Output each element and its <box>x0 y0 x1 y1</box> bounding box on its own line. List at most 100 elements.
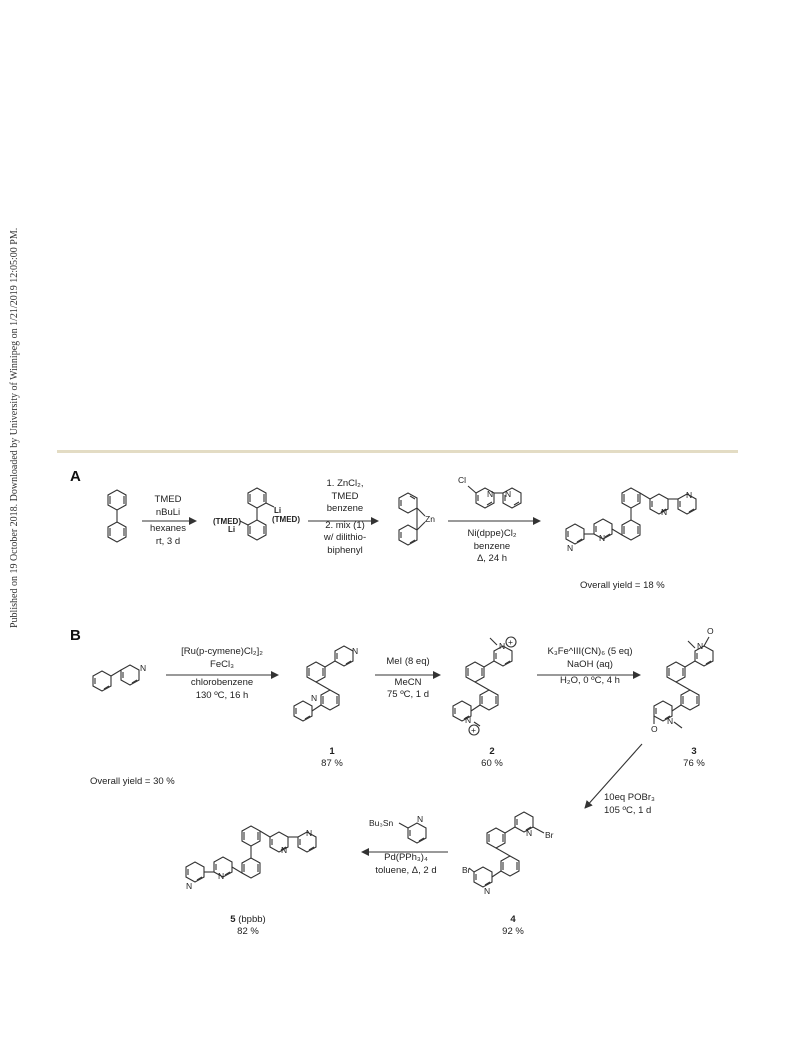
compound-5-structure <box>185 825 317 883</box>
compound-yield: 82 % <box>237 926 259 937</box>
stannylpyridine-reagent <box>398 822 427 844</box>
condition-line: chlorobenzene <box>190 677 254 688</box>
nitrogen-label: N <box>311 693 317 703</box>
panel-a-step2-conditions: 1. ZnCl₂, TMED benzene 2. mix (1) w/ dil… <box>312 478 378 557</box>
zinc-label: Zn <box>425 514 435 524</box>
condition-line: 130 ºC, 16 h <box>195 689 249 701</box>
condition-line: 10eq POBr₃ <box>604 792 655 803</box>
panel-b-label: B <box>70 627 81 644</box>
compound-yield: 87 % <box>321 758 343 769</box>
chlorobipyridine-reagent <box>467 485 522 509</box>
tmed-label: (TMED) <box>272 515 300 524</box>
nitrogen-label: N <box>499 641 505 651</box>
compound-1-structure <box>293 645 354 722</box>
panel-a-label: A <box>70 468 81 485</box>
condition-line: nBuLi <box>155 506 181 518</box>
compound-number: 1 <box>329 746 335 757</box>
nitrogen-label: N <box>661 507 667 517</box>
nitrogen-label: N <box>218 871 224 881</box>
header-rule <box>57 450 738 453</box>
panel-b-step4-conditions: 10eq POBr₃ 105 ºC, 1 d <box>604 792 674 817</box>
biphenyl-structure <box>107 489 127 543</box>
panel-b-step2-conditions: MeI (8 eq) MeCN 75 ºC, 1 d <box>378 656 438 702</box>
condition-line: H₂O, 0 ºC, 4 h <box>560 675 620 686</box>
panel-a-overall-yield: Overall yield = 18 % <box>580 580 665 591</box>
condition-line: [Ru(p-cymene)Cl₂]₂ <box>181 646 263 657</box>
compound-name: (bpbb) <box>238 914 266 925</box>
zincafluorene-structure <box>398 492 426 546</box>
nitrogen-label: N <box>140 663 146 673</box>
panel-b-overall-yield: Overall yield = 30 % <box>90 776 175 787</box>
nitrogen-label: N <box>567 543 573 553</box>
condition-line: hexanes <box>150 523 186 534</box>
phenylpyridine-structure <box>92 664 140 692</box>
condition-line: 105 ºC, 1 d <box>604 804 652 816</box>
dilithiobiphenyl-structure <box>239 487 275 541</box>
oxygen-label: O <box>707 626 714 636</box>
panel-a-step1-conditions: TMED nBuLi hexanes rt, 3 d <box>140 494 196 548</box>
compound-2-label: 2 60 % <box>472 746 512 770</box>
condition-line: FeCl₃ <box>210 658 234 670</box>
condition-line: rt, 3 d <box>155 535 181 547</box>
condition-line: Pd(PPh₃)₄ <box>384 852 428 863</box>
condition-line: K₃Fe^III(CN)₆ (5 eq) <box>547 646 633 657</box>
lithium-label: Li <box>274 506 281 515</box>
compound-number: 3 <box>691 746 697 757</box>
compound-5-label: 5 (bpbb) 82 % <box>218 914 278 938</box>
cation-charge-label: + <box>471 725 476 735</box>
compound-1-label: 1 87 % <box>312 746 352 770</box>
compound-yield: 92 % <box>502 926 524 937</box>
condition-line: 2. mix (1) <box>325 519 365 531</box>
compound-2-structure <box>452 636 517 736</box>
compound-4-label: 4 92 % <box>493 914 533 938</box>
nitrogen-label: N <box>186 881 192 891</box>
compound-yield: 76 % <box>683 758 705 769</box>
condition-line: Δ, 24 h <box>476 553 508 564</box>
condition-line: MeCN <box>394 676 422 688</box>
bromine-label: Br <box>545 830 554 840</box>
bromine-label: Br <box>462 865 471 875</box>
nitrogen-label: N <box>352 646 358 656</box>
condition-line: biphenyl <box>327 544 363 556</box>
nitrogen-label: N <box>505 489 511 499</box>
condition-line: NaOH (aq) <box>567 658 613 670</box>
lithium-label: Li <box>228 525 235 534</box>
panel-a-step3-conditions: Ni(dppe)Cl₂ benzene Δ, 24 h <box>452 528 532 566</box>
compound-4-structure <box>468 811 545 888</box>
nitrogen-label: N <box>465 715 471 725</box>
condition-line: toluene, Δ, 2 d <box>375 864 437 876</box>
chlorine-label: Cl <box>458 475 466 485</box>
nitrogen-label: N <box>526 828 532 838</box>
condition-line: w/ dilithio- <box>323 532 367 543</box>
nitrogen-label: N <box>697 641 703 651</box>
panel-b-step3-conditions: K₃Fe^III(CN)₆ (5 eq) NaOH (aq) H₂O, 0 ºC… <box>540 646 640 688</box>
nitrogen-label: N <box>417 814 423 824</box>
panel-b-step5-conditions: Pd(PPh₃)₄ toluene, Δ, 2 d <box>366 852 446 877</box>
product-a-structure <box>565 487 697 545</box>
condition-line: 75 ºC, 1 d <box>386 689 430 700</box>
condition-line: MeI (8 eq) <box>386 656 430 667</box>
oxygen-label: O <box>651 724 658 734</box>
reaction-arrow <box>584 743 643 809</box>
panel-b-step1-conditions: [Ru(p-cymene)Cl₂]₂ FeCl₃ chlorobenzene 1… <box>172 646 272 702</box>
condition-line: TMED <box>154 494 182 505</box>
condition-line: Ni(dppe)Cl₂ <box>467 528 517 539</box>
stannyl-label: Bu₃Sn <box>369 818 394 828</box>
compound-3-label: 3 76 % <box>674 746 714 770</box>
condition-line: 1. ZnCl₂, <box>326 478 364 489</box>
condition-line: benzene <box>326 503 364 514</box>
nitrogen-label: N <box>599 533 605 543</box>
nitrogen-label: N <box>484 886 490 896</box>
compound-3-structure <box>653 636 714 729</box>
compound-number: 5 <box>230 914 236 925</box>
nitrogen-label: N <box>487 489 493 499</box>
condition-line: TMED <box>331 490 359 502</box>
tmed-label: (TMED) <box>213 517 241 526</box>
compound-yield: 60 % <box>481 758 503 769</box>
compound-number: 4 <box>510 914 516 925</box>
nitrogen-label: N <box>667 716 673 726</box>
nitrogen-label: N <box>306 828 312 838</box>
nitrogen-label: N <box>686 490 692 500</box>
condition-line: benzene <box>473 540 511 552</box>
